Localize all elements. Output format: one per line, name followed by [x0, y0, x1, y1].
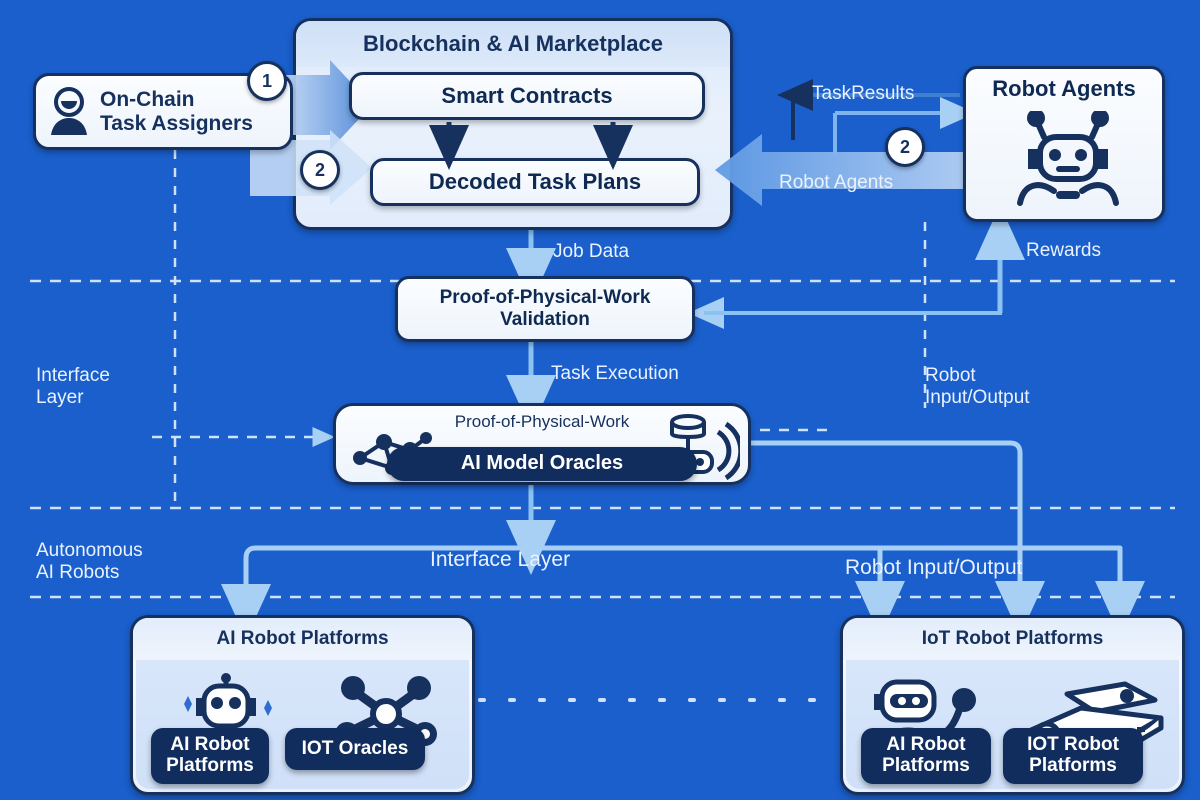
badge-step-2-right: 2: [885, 127, 925, 167]
marketplace-title: Blockchain & AI Marketplace: [296, 21, 730, 67]
edge-validation-feedback: [688, 240, 1002, 329]
label-robot-agents: Robot Agents: [779, 172, 894, 193]
smart-contracts-node[interactable]: Smart Contracts: [349, 72, 705, 120]
iot-platform-chip-2[interactable]: IOT Robot Platforms: [1003, 728, 1143, 784]
assigners-line1: On-Chain: [100, 87, 195, 111]
label-rewards: Rewards: [1026, 240, 1101, 261]
user-avatar-icon: [51, 86, 87, 135]
zone-autonomous-line1: Autonomous: [36, 540, 143, 561]
ai-robot-platforms-panel: AI Robot Platforms: [130, 615, 475, 795]
iot-platforms-title: IoT Robot Platforms: [843, 618, 1182, 660]
zone-interface-line2: Layer: [36, 387, 84, 409]
robot-agents-node[interactable]: Robot Agents: [963, 66, 1165, 222]
ai-platform-chip-1[interactable]: AI Robot Platforms: [151, 728, 269, 784]
badge-step-2-left: 2: [300, 150, 340, 190]
zone-autonomous-line2: AI Robots: [36, 562, 120, 584]
proof-of-physical-work-validation-node[interactable]: Proof-of-Physical-Work Validation: [395, 276, 695, 342]
iot-robot-platforms-panel: IoT Robot Platforms: [840, 615, 1185, 795]
label-robot-io-bottom: Robot Input/Output: [845, 556, 1023, 579]
assigners-line2: Task Assigners: [100, 111, 253, 135]
zone-label-autonomous-ai-robots: Autonomous AI Robots: [36, 540, 143, 585]
zone-label-robot-io: Robot Input/Output: [925, 365, 1030, 410]
ai-platforms-title: AI Robot Platforms: [133, 618, 472, 660]
robot-head-icon: [1017, 111, 1119, 206]
ai-platform-chip-2[interactable]: IOT Oracles: [285, 728, 425, 770]
robot-agents-title: Robot Agents: [992, 76, 1136, 101]
label-job-data: Job Data: [553, 241, 630, 262]
label-interface-layer-center: Interface Layer: [430, 548, 571, 571]
validation-line1: Proof-of-Physical-Work: [439, 287, 651, 309]
iot-platform-chip-1[interactable]: AI Robot Platforms: [861, 728, 991, 784]
badge-step-1: 1: [247, 61, 287, 101]
zone-interface-line1: Interface: [36, 365, 110, 386]
label-task-execution: Task Execution: [551, 363, 679, 384]
validation-line2: Validation: [500, 309, 590, 330]
ai-model-oracles-chip[interactable]: AI Model Oracles: [387, 447, 697, 481]
zone-robotio-line2: Input/Output: [925, 387, 1030, 409]
decoded-task-plans-node[interactable]: Decoded Task Plans: [370, 158, 700, 206]
zone-label-interface-layer: Interface Layer: [36, 365, 110, 410]
assigners-label: On-Chain Task Assigners: [100, 88, 253, 135]
label-task-results: TaskResults: [812, 83, 915, 104]
zone-robotio-line1: Robot: [925, 365, 976, 386]
